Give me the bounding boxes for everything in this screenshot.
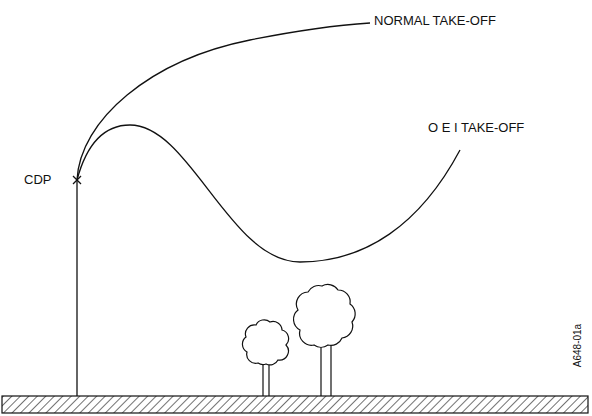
path-label: O E I TAKE-OFF [428, 121, 524, 135]
point-label: CDP [24, 173, 51, 187]
path-label: NORMAL TAKE-OFF [374, 14, 496, 28]
vertical-climb [76, 180, 77, 396]
oei-takeoff-path [77, 125, 460, 262]
figure-reference: A648-01a [573, 323, 584, 366]
tree [242, 320, 288, 396]
ground [2, 396, 588, 413]
tree [294, 284, 356, 396]
normal-takeoff-path [77, 23, 370, 180]
